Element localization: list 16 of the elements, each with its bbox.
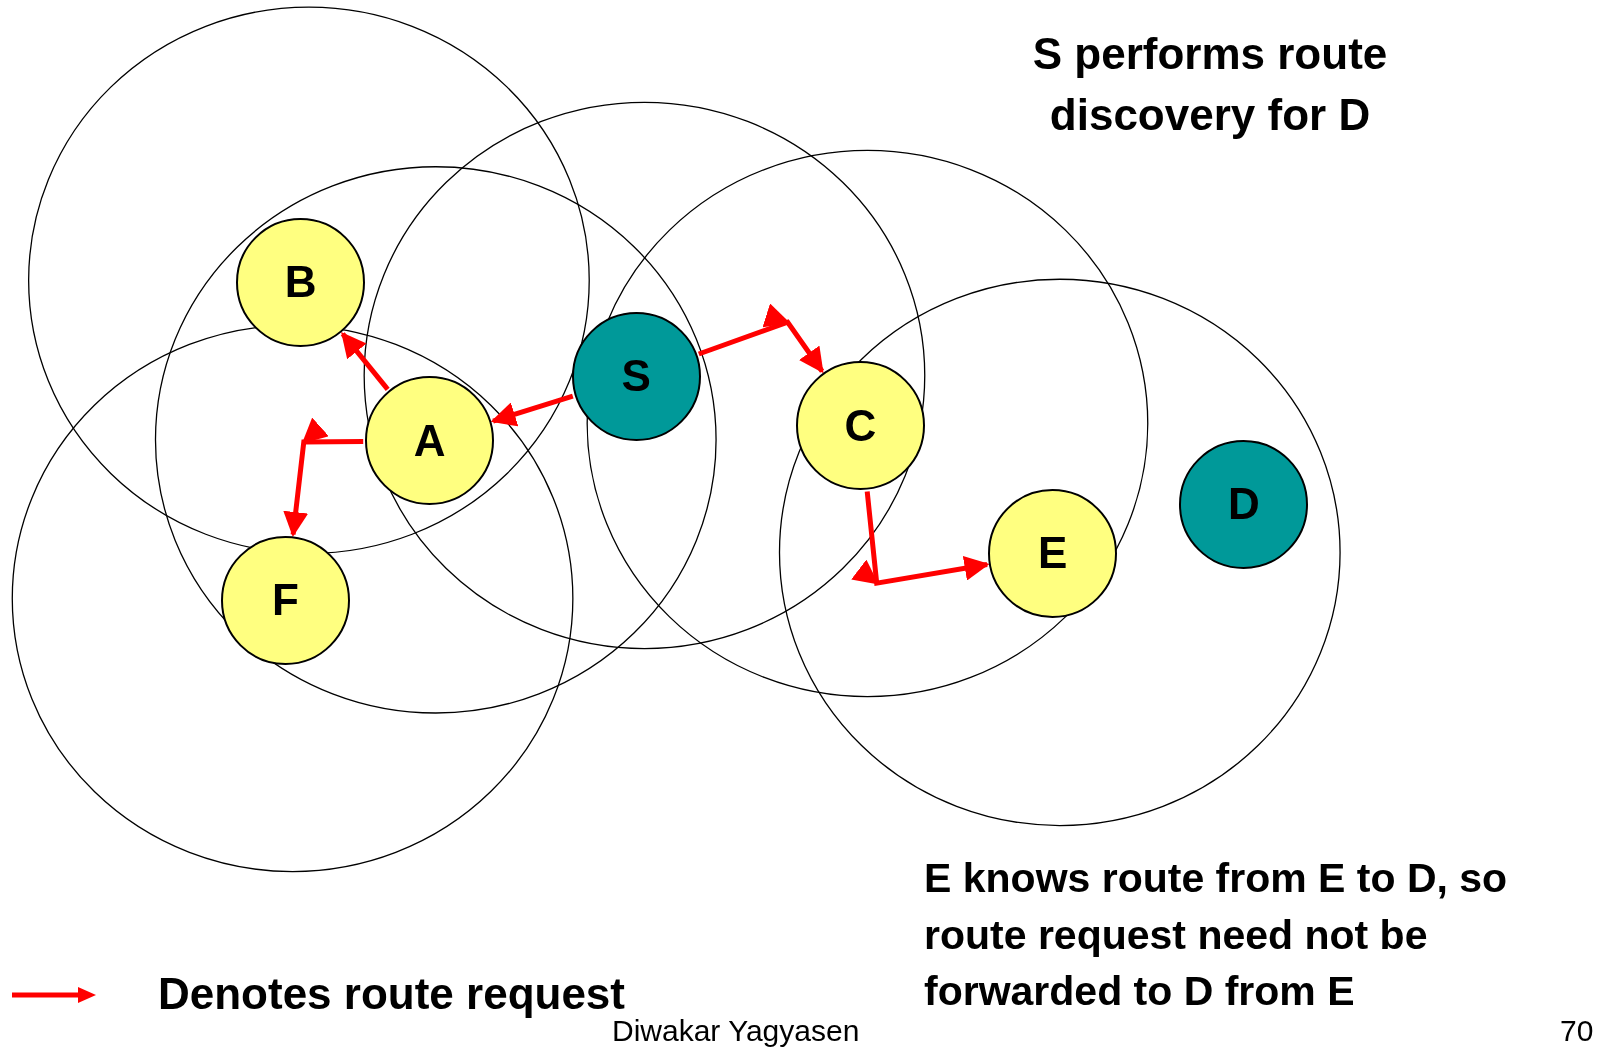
arrow bbox=[851, 491, 988, 586]
arrow bbox=[340, 331, 390, 391]
node-label: E bbox=[1037, 528, 1068, 579]
node-label: S bbox=[621, 351, 651, 402]
arrow bbox=[697, 304, 825, 373]
arrow bbox=[490, 393, 574, 427]
node-label: B bbox=[284, 257, 317, 308]
note-text: E knows route from E to D, so route request need not be forwarded to D from E bbox=[924, 854, 1509, 1017]
node-label: D bbox=[1228, 479, 1260, 530]
arrow bbox=[283, 418, 364, 536]
note-text: S performs route discovery for D bbox=[1031, 28, 1389, 141]
node-label: C bbox=[844, 400, 877, 451]
node-circle bbox=[365, 376, 495, 506]
node-label: A bbox=[413, 415, 446, 466]
node-label: F bbox=[271, 575, 299, 626]
page-number: 70 bbox=[1560, 1014, 1594, 1047]
